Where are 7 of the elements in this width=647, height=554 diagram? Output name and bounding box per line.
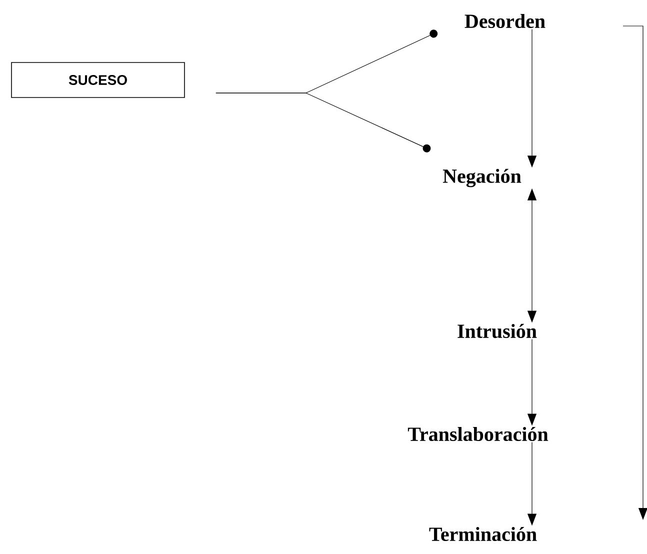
stage-label: Terminación: [429, 526, 537, 542]
event-box: SUCESO: [11, 62, 185, 98]
arrow: [216, 92, 431, 152]
stage-label: Negación: [442, 168, 522, 188]
stage-label: Intrusión: [458, 324, 537, 338]
stage-label: Desorden: [464, 14, 546, 28]
stage-label: Translaboración: [408, 426, 548, 442]
